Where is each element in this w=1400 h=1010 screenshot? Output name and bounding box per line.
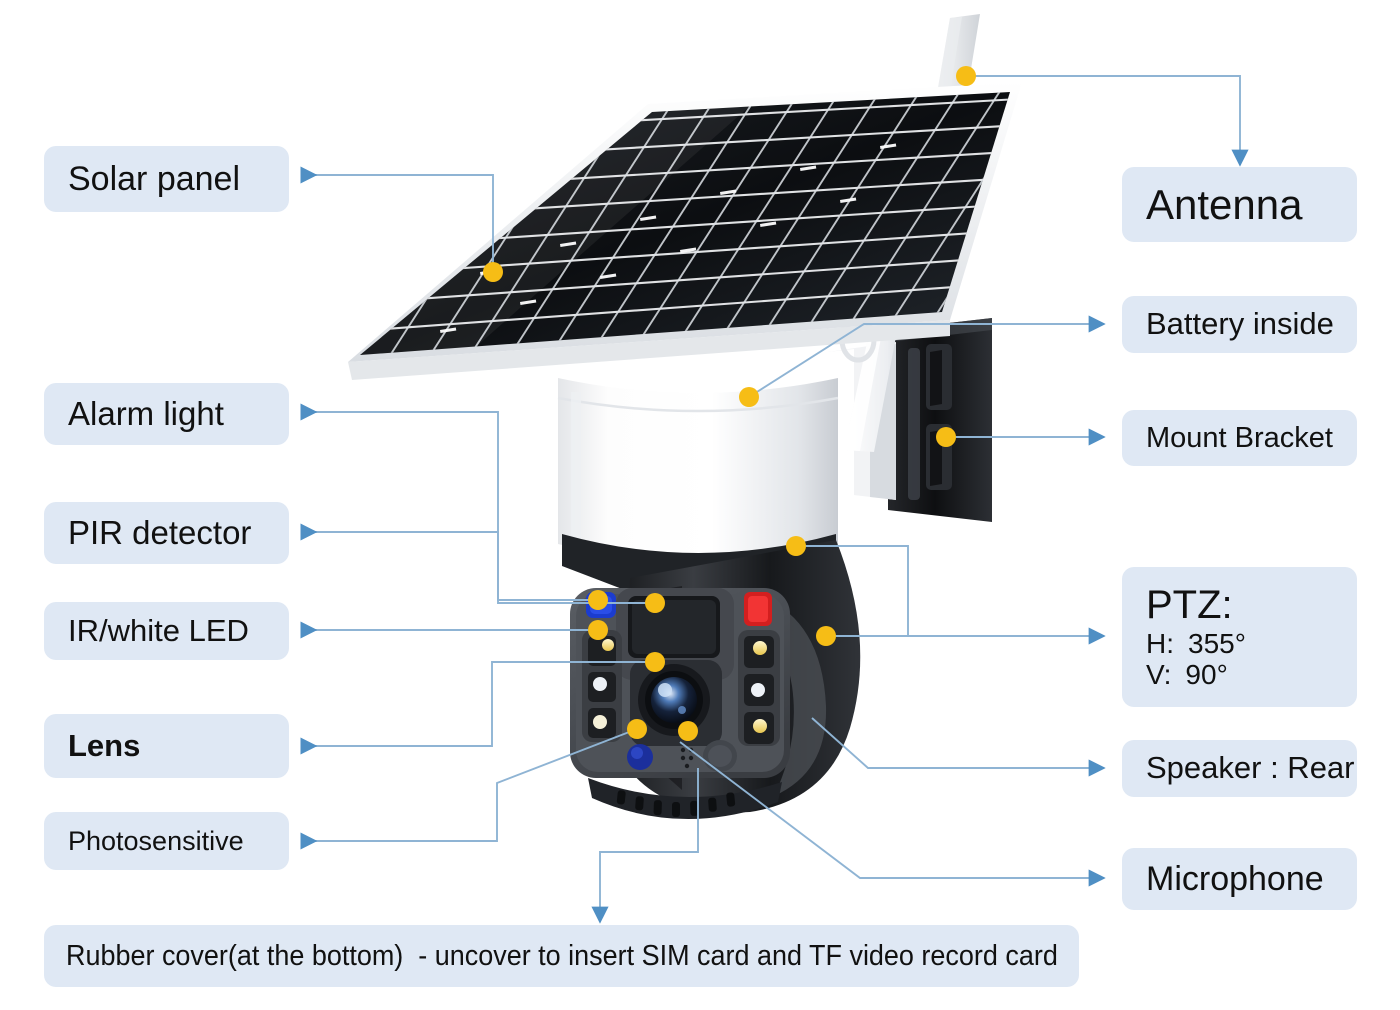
label-alarm-light[interactable]: Alarm light	[44, 383, 289, 445]
ir-white-led-left	[582, 630, 622, 742]
label-speaker-rear-text: Speaker : Rear	[1146, 750, 1355, 786]
label-rubber-cover-text: Rubber cover(at the bottom) - uncover to…	[66, 939, 1058, 972]
label-ptz[interactable]: PTZ: H: 355° V: 90°	[1122, 567, 1357, 707]
label-ir-white-led[interactable]: IR/white LED	[44, 602, 289, 660]
label-pir-detector[interactable]: PIR detector	[44, 502, 289, 564]
label-microphone[interactable]: Microphone	[1122, 848, 1357, 910]
label-ptz-heading: PTZ:	[1146, 583, 1233, 628]
lens-part	[630, 660, 722, 746]
label-ptz-v-key: V:	[1146, 659, 1172, 691]
label-antenna[interactable]: Antenna	[1122, 167, 1357, 242]
label-photosensitive[interactable]: Photosensitive	[44, 812, 289, 870]
label-battery-inside[interactable]: Battery inside	[1122, 296, 1357, 353]
label-lens-text: Lens	[68, 727, 141, 763]
camera-dome-housing	[557, 364, 839, 561]
camera-artwork	[348, 14, 1022, 820]
label-ptz-v-value: 90°	[1185, 659, 1228, 691]
label-ptz-h-value: 355°	[1188, 628, 1246, 660]
label-antenna-text: Antenna	[1146, 180, 1303, 228]
label-mount-bracket[interactable]: Mount Bracket	[1122, 410, 1357, 466]
alarm-light-part	[586, 592, 616, 618]
ir-white-led-right	[738, 630, 780, 746]
solar-panel-part	[348, 82, 1022, 380]
label-photosensitive-text: Photosensitive	[68, 825, 244, 856]
round-sensor-part	[703, 740, 737, 772]
label-mount-bracket-text: Mount Bracket	[1146, 421, 1333, 454]
label-speaker-rear[interactable]: Speaker : Rear	[1122, 740, 1357, 797]
product-illustration	[330, 0, 1070, 900]
label-pir-detector-text: PIR detector	[68, 513, 252, 551]
camera-face-module	[570, 588, 790, 778]
label-lens[interactable]: Lens	[44, 714, 289, 778]
label-ir-white-led-text: IR/white LED	[68, 612, 249, 648]
label-rubber-cover[interactable]: Rubber cover(at the bottom) - uncover to…	[44, 925, 1079, 987]
label-solar-panel[interactable]: Solar panel	[44, 146, 289, 212]
photosensitive-part	[627, 744, 653, 770]
label-ptz-horizontal: H: 355°	[1146, 628, 1246, 659]
label-microphone-text: Microphone	[1146, 859, 1324, 898]
label-battery-inside-text: Battery inside	[1146, 306, 1334, 342]
label-ptz-vertical: V: 90°	[1146, 659, 1228, 690]
label-ptz-h-key: H:	[1146, 628, 1174, 660]
label-alarm-light-text: Alarm light	[68, 394, 224, 432]
label-solar-panel-text: Solar panel	[68, 159, 241, 198]
red-indicator-part	[744, 592, 772, 626]
